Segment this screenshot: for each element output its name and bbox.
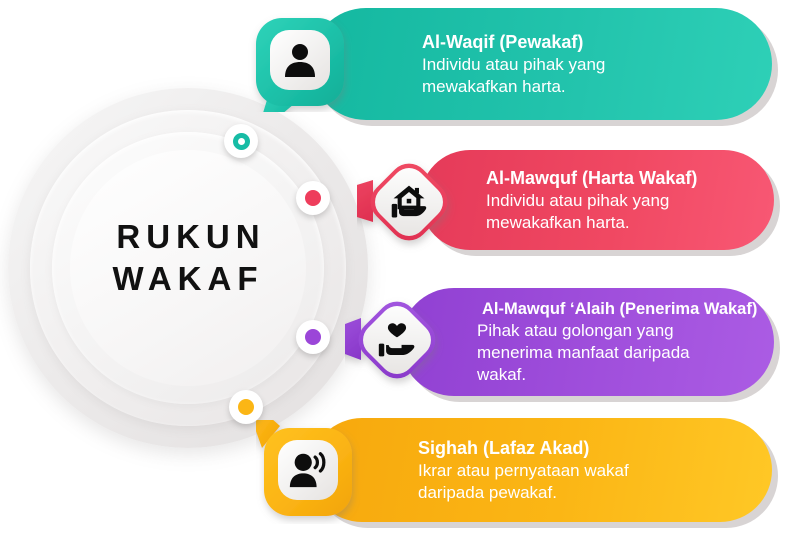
badge-icon-wrap-4 [278, 440, 338, 500]
badge-al-waqif[interactable] [248, 8, 352, 112]
badge-sighah[interactable] [256, 420, 360, 524]
badge-icon-wrap-3 [355, 298, 439, 382]
connector-node-red[interactable] [296, 181, 330, 215]
connector-dot-red [305, 190, 321, 206]
person-speaking-icon [289, 452, 326, 488]
connector-node-teal[interactable] [224, 124, 258, 158]
hand-holding-heart-icon [378, 323, 415, 357]
card-title-2: Al-Mawquf (Harta Wakaf) [486, 167, 698, 188]
card-al-waqif[interactable]: Al-Waqif (Pewakaf) Individu atau pihak y… [310, 8, 772, 120]
connector-dot-purple [305, 329, 321, 345]
badge-al-mawquf[interactable] [357, 150, 461, 254]
card-body-4: Ikrar atau pernyataan wakaf daripada pew… [418, 460, 629, 502]
connector-node-purple[interactable] [296, 320, 330, 354]
card-sighah[interactable]: Sighah (Lafaz Akad) Ikrar atau pernyataa… [310, 418, 772, 522]
card-al-mawquf-alaih[interactable]: Al-Mawquf ‘Alaih (Penerima Wakaf) Pihak … [400, 288, 774, 396]
connector-dot-teal [232, 132, 250, 150]
connector-dot-yellow [238, 399, 254, 415]
card-title-4: Sighah (Lafaz Akad) [418, 437, 590, 458]
center-title: RUKUN WAKAF [112, 218, 266, 297]
hand-holding-house-icon [391, 185, 427, 218]
person-icon [285, 44, 315, 77]
badge-icon-wrap-2 [367, 160, 451, 244]
card-title-3: Al-Mawquf ‘Alaih (Penerima Wakaf) [482, 299, 758, 318]
center-hub: RUKUN WAKAF [8, 88, 368, 448]
card-title-1: Al-Waqif (Pewakaf) [422, 31, 584, 52]
hub-ring-core [70, 150, 306, 386]
card-body-1: Individu atau pihak yang mewakafkan hart… [422, 54, 606, 96]
card-al-mawquf[interactable]: Al-Mawquf (Harta Wakaf) Individu atau pi… [420, 150, 774, 250]
connector-node-yellow[interactable] [229, 390, 263, 424]
badge-icon-wrap-1 [270, 30, 330, 90]
badge-al-mawquf-alaih[interactable] [345, 288, 449, 392]
card-body-2: Individu atau pihak yang mewakafkan hart… [486, 190, 670, 232]
card-body-3: Pihak atau golongan yang menerima manfaa… [477, 320, 690, 384]
